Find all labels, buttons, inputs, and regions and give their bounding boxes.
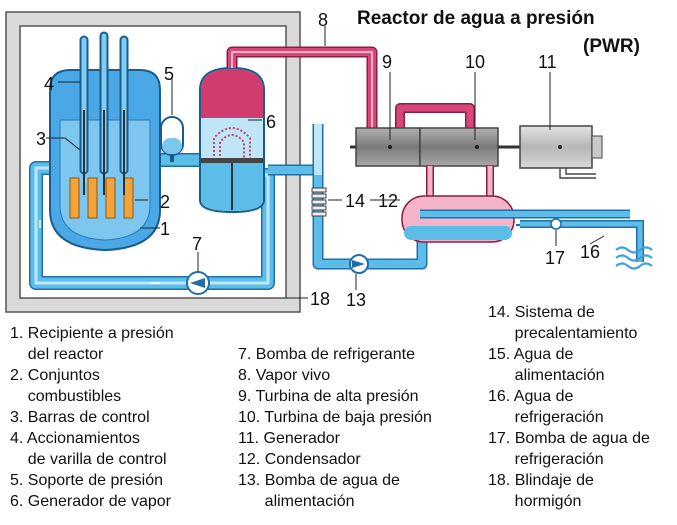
label-13: 13 <box>346 290 366 310</box>
label-9: 9 <box>382 52 392 72</box>
legend-item: 13. Bomba de agua de <box>238 472 400 489</box>
legend-item: del reactor <box>10 346 104 363</box>
legend-item: 10. Turbina de baja presión <box>238 409 432 426</box>
legend-item: 1. Recipiente a presión <box>10 325 174 342</box>
label-8: 8 <box>318 10 328 30</box>
legend-column-2: 7. Bomba de refrigerante 8. Vapor vivo 9… <box>238 344 432 512</box>
exhaust-steam <box>426 166 494 196</box>
label-5: 5 <box>164 64 174 84</box>
label-10: 10 <box>465 52 485 72</box>
label-17: 17 <box>545 248 565 268</box>
steam-generator <box>199 66 265 214</box>
control-rod-drives <box>79 31 129 195</box>
legend-item: 6. Generador de vapor <box>10 493 171 510</box>
legend-item: 7. Bomba de refrigerante <box>238 346 415 363</box>
fuel-assemblies <box>69 177 134 219</box>
turbines <box>350 127 520 167</box>
coolant-pump <box>186 271 210 295</box>
label-1: 1 <box>160 219 170 239</box>
legend-item: refrigeración <box>488 451 604 468</box>
legend-item: 3. Barras de control <box>10 409 150 426</box>
legend-item: alimentación <box>488 367 605 384</box>
exhaust-steam <box>427 166 493 196</box>
cooling-water <box>516 218 653 270</box>
steam-line <box>226 46 475 128</box>
feedwater-line <box>268 124 428 270</box>
feedwater-pump <box>349 254 369 274</box>
legend-item: de varilla de control <box>10 451 167 468</box>
legend-item: 4. Accionamientos <box>10 430 140 447</box>
label-14: 14 <box>345 191 365 211</box>
generator <box>519 125 603 179</box>
legend-item: 11. Generador <box>238 430 340 447</box>
legend-item: 9. Turbina de alta presión <box>238 388 419 405</box>
legend-item: 18. Blindaje de <box>488 472 594 489</box>
legend-item: 5. Soporte de presión <box>10 472 163 489</box>
leader-lines <box>46 26 605 299</box>
legend-item: 17. Bomba de agua de <box>488 430 650 447</box>
diagram-title: Reactor de agua a presión <box>357 8 595 29</box>
legend-item: hormigón <box>488 493 582 510</box>
legend-item: 12. Condensador <box>238 451 361 468</box>
legend-item: 14. Sistema de <box>488 304 595 321</box>
label-2: 2 <box>160 192 170 212</box>
label-12: 12 <box>378 191 398 211</box>
legend-item: 8. Vapor vivo <box>238 367 331 384</box>
label-7: 7 <box>192 234 202 254</box>
preheater <box>311 187 327 217</box>
number-labels: 4 3 2 1 5 6 7 8 9 10 11 12 13 14 16 17 1… <box>36 10 600 310</box>
legend-item: alimentación <box>238 493 355 510</box>
legend-item: precalentamiento <box>488 325 638 342</box>
label-4: 4 <box>44 74 54 94</box>
legend-item: 15. Agua de <box>488 346 574 363</box>
legend-item: 16. Agua de <box>488 388 574 405</box>
condenser <box>401 195 630 243</box>
pressurizer <box>160 116 184 162</box>
legend-column-1: 1. Recipiente a presión del reactor 2. C… <box>10 323 174 512</box>
label-18: 18 <box>310 289 330 309</box>
label-3: 3 <box>36 129 46 149</box>
diagram-subtitle: (PWR) <box>583 36 640 57</box>
legend-item: refrigeración <box>488 409 604 426</box>
label-11: 11 <box>538 52 557 72</box>
legend-item: 2. Conjuntos <box>10 367 100 384</box>
label-16: 16 <box>580 242 600 262</box>
legend-item: combustibles <box>10 388 122 405</box>
label-6: 6 <box>266 112 276 132</box>
legend-column-3: 14. Sistema de precalentamiento 15. Agua… <box>488 302 650 512</box>
